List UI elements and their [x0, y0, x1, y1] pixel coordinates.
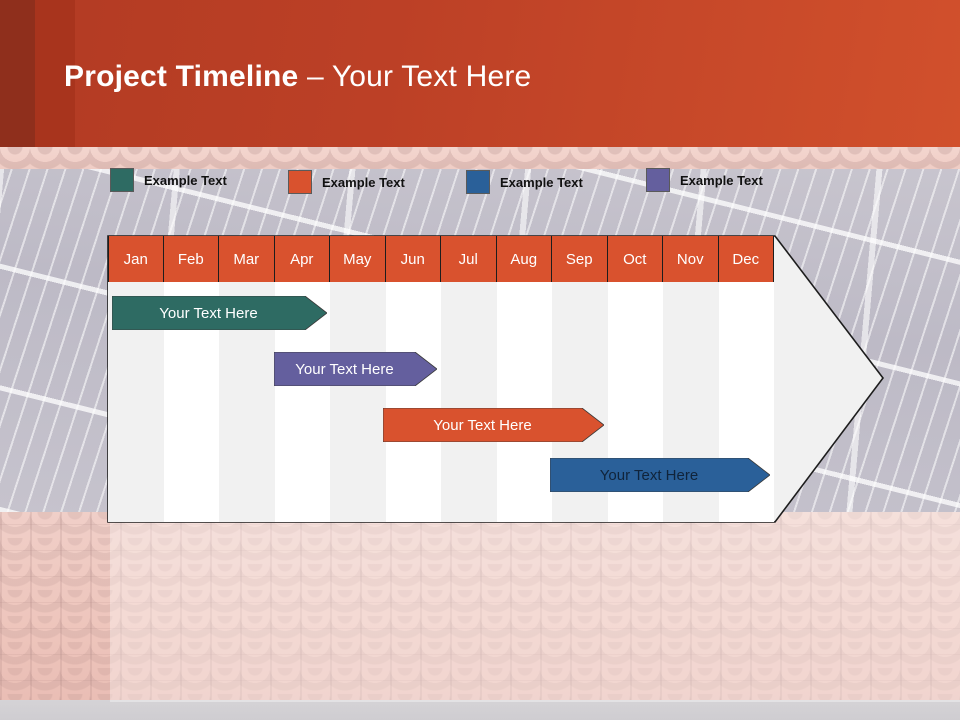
task-bar-label: Your Text Here	[433, 416, 532, 434]
task-bar-1[interactable]: Your Text Here	[112, 296, 327, 330]
month-column-may	[330, 282, 386, 522]
legend-swatch-icon	[110, 168, 134, 192]
background-white-wash	[110, 512, 960, 702]
roof-tile-strip-top	[0, 147, 960, 169]
month-header-mar[interactable]: Mar	[219, 236, 275, 282]
month-header-dec[interactable]: Dec	[718, 236, 774, 282]
legend-swatch-icon	[466, 170, 490, 194]
legend-swatch-icon	[646, 168, 670, 192]
title-banner: Project Timeline – Your Text Here	[0, 0, 960, 147]
task-bar-2[interactable]: Your Text Here	[274, 352, 437, 386]
month-header-nov[interactable]: Nov	[663, 236, 719, 282]
task-bar-label: Your Text Here	[295, 360, 394, 378]
task-bar-4[interactable]: Your Text Here	[550, 458, 770, 492]
legend-label: Example Text	[144, 172, 227, 188]
month-column-jun	[385, 282, 441, 522]
legend-label: Example Text	[680, 172, 763, 188]
month-header-jul[interactable]: Jul	[441, 236, 497, 282]
task-arrow-shape	[112, 296, 327, 330]
month-header-feb[interactable]: Feb	[163, 236, 219, 282]
legend-item-1[interactable]: Example Text	[110, 168, 227, 192]
task-bar-label: Your Text Here	[599, 466, 699, 484]
task-bar-3[interactable]: Your Text Here	[383, 408, 604, 442]
banner-accent-mid	[35, 0, 75, 147]
month-header-jan[interactable]: Jan	[108, 236, 164, 282]
page-title-strong: Project Timeline	[64, 60, 299, 93]
page-title-rest: – Your Text Here	[298, 60, 532, 93]
month-header-sep[interactable]: Sep	[552, 236, 608, 282]
legend-label: Example Text	[322, 174, 405, 190]
banner-accent-dark	[0, 0, 35, 147]
floor-strip	[0, 700, 960, 720]
legend-item-4[interactable]: Example Text	[646, 168, 763, 192]
task-arrow-shape	[383, 408, 604, 442]
legend-item-2[interactable]: Example Text	[288, 170, 405, 194]
task-arrow-shape	[550, 458, 770, 492]
month-header-oct[interactable]: Oct	[607, 236, 663, 282]
month-column-jul	[441, 282, 497, 522]
task-bar-label: Your Text Here	[159, 304, 258, 322]
month-header-may[interactable]: May	[330, 236, 386, 282]
roof-tile-background	[0, 512, 960, 707]
page-title: Project Timeline – Your Text Here	[64, 60, 531, 94]
month-header-aug[interactable]: Aug	[496, 236, 552, 282]
legend-item-3[interactable]: Example Text	[466, 170, 583, 194]
month-header-jun[interactable]: Jun	[385, 236, 441, 282]
month-column-aug	[496, 282, 552, 522]
task-arrow-shape	[274, 352, 437, 386]
legend-label: Example Text	[500, 174, 583, 190]
month-header-apr[interactable]: Apr	[274, 236, 330, 282]
legend-swatch-icon	[288, 170, 312, 194]
